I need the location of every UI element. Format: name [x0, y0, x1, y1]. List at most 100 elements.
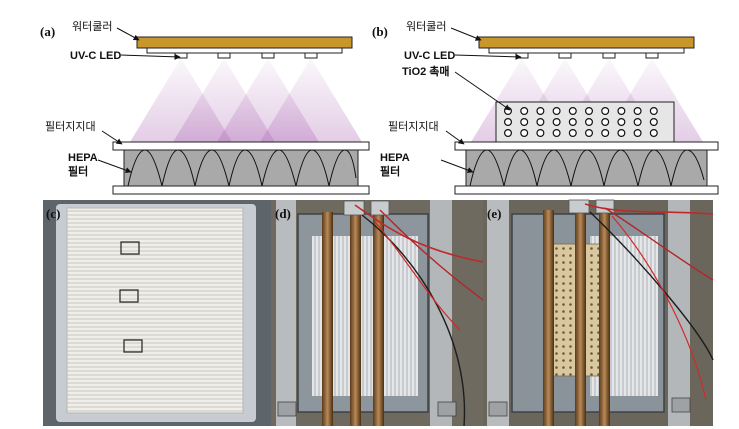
lamp-connector — [568, 199, 590, 214]
hepa-label-b-2: 필터 — [380, 164, 400, 178]
catalyst-hole — [552, 106, 561, 115]
water-cooler-label-a: 워터쿨러 — [72, 20, 112, 33]
catalyst-hole — [601, 117, 610, 126]
catalyst-hole — [584, 106, 593, 115]
photo-e-rail-right — [668, 200, 690, 426]
catalyst-hole — [649, 117, 658, 126]
hepa-arrow-a — [97, 159, 132, 173]
catalyst-hole — [520, 129, 529, 138]
hepa-label-a-1: HEPA — [68, 152, 98, 164]
catalyst-hole — [584, 129, 593, 138]
photo-e-clamp — [671, 397, 691, 413]
catalyst-hole — [536, 106, 545, 115]
catalyst-hole — [617, 129, 626, 138]
lamp-connector — [370, 200, 390, 216]
led-chip — [558, 52, 572, 59]
tio2-arrow — [454, 71, 511, 111]
catalyst-hole — [584, 117, 593, 126]
panel-a-tag: (a) — [40, 24, 55, 39]
filter-support-bottom-a — [112, 185, 370, 195]
photo-d-uv-reactor: (d) — [271, 200, 484, 427]
photo-d-rail-left — [276, 200, 296, 426]
uv-lamp-tube — [543, 210, 554, 426]
sample-mark — [120, 241, 140, 255]
uv-beams-a — [130, 58, 362, 142]
catalyst-hole — [601, 106, 610, 115]
water-cooler-arrow-b — [450, 27, 482, 41]
led-chips-b — [515, 52, 659, 59]
photo-d-clamp — [437, 401, 457, 417]
wire — [604, 207, 714, 281]
catalyst-hole — [633, 129, 642, 138]
lamp-connector — [595, 199, 615, 214]
water-cooler-b — [478, 36, 695, 49]
catalyst-hole — [552, 129, 561, 138]
uv-beam — [260, 58, 362, 142]
uvc-led-arrow-b — [454, 53, 522, 60]
catalyst-hole — [504, 129, 513, 138]
hepa-arrow-b — [440, 159, 474, 173]
catalyst-hole — [568, 129, 577, 138]
filter-support-bottom-b — [454, 185, 719, 195]
wire — [589, 211, 714, 361]
photo-e-uv-tio2-reactor: (e) — [483, 199, 714, 426]
sample-mark — [119, 289, 139, 303]
led-chips-a — [174, 52, 318, 59]
catalyst-hole — [536, 129, 545, 138]
lamp-connector — [343, 200, 365, 216]
photo-c-hepa-filter: (c) — [43, 200, 271, 426]
catalyst-hole — [633, 117, 642, 126]
led-chip — [217, 52, 231, 59]
hepa-pleats-b — [469, 149, 705, 187]
led-chip — [645, 52, 659, 59]
panel-b: (b) 워터쿨러 UV-C LED TiO2 촉매 필터지지대 HEPA — [372, 20, 719, 195]
water-cooler-arrow-a — [116, 27, 140, 41]
catalyst-hole — [568, 117, 577, 126]
panel-d-tag: (d) — [275, 206, 291, 221]
filter-support-arrow-a — [101, 130, 123, 145]
catalyst-hole — [552, 117, 561, 126]
catalyst-hole — [617, 117, 626, 126]
filter-support-label-b: 필터지지대 — [388, 120, 439, 133]
led-chip — [261, 52, 275, 59]
photo-d-clamp — [277, 401, 297, 417]
catalyst-hole — [504, 117, 513, 126]
filter-support-top-a — [112, 141, 370, 151]
catalyst-holes — [504, 106, 658, 138]
wire — [361, 214, 466, 427]
led-chip — [602, 52, 616, 59]
photo-e-clamp — [488, 401, 508, 417]
uvc-led-label-b: UV-C LED — [404, 50, 455, 62]
water-cooler-label-b: 워터쿨러 — [406, 20, 446, 33]
panel-c-tag: (c) — [46, 206, 60, 221]
wire — [374, 221, 461, 331]
hepa-pleats-a — [127, 149, 357, 187]
photo-c-filter-media — [66, 207, 244, 414]
filter-support-top-b — [454, 141, 719, 151]
led-board-b — [488, 47, 685, 54]
uv-lamp-tube — [350, 212, 361, 426]
catalyst-hole — [520, 106, 529, 115]
hepa-label-b-1: HEPA — [380, 152, 410, 164]
wire — [611, 215, 707, 401]
hepa-filter-b — [465, 149, 708, 187]
catalyst-hole — [649, 129, 658, 138]
tio2-label: TiO2 촉매 — [402, 64, 450, 78]
led-chip — [304, 52, 318, 59]
catalyst-hole — [633, 106, 642, 115]
catalyst-hole — [520, 117, 529, 126]
uv-lamp-tube — [322, 212, 333, 426]
uv-lamp-tube — [599, 210, 610, 426]
catalyst-hole — [568, 106, 577, 115]
uvc-led-label-a: UV-C LED — [70, 50, 121, 62]
panel-a: (a) 워터쿨러 UV-C LED 필터지지대 HEPA 필터 — [40, 20, 370, 195]
wire — [584, 203, 714, 215]
filter-support-arrow-b — [445, 130, 465, 145]
catalyst-hole — [649, 106, 658, 115]
sample-mark — [123, 339, 143, 353]
panel-e-tag: (e) — [487, 206, 501, 221]
photo-e-rail-left — [487, 200, 509, 426]
hepa-filter-a — [123, 149, 359, 187]
catalyst-hole — [601, 129, 610, 138]
